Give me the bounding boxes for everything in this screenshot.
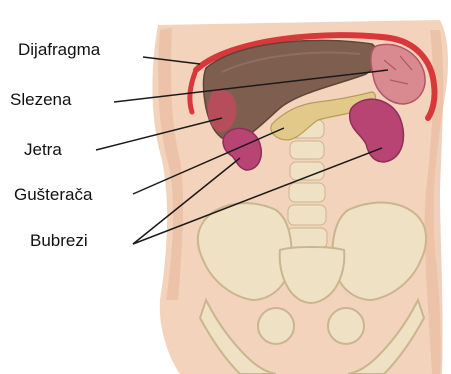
label-pancreas: Gušterača — [14, 185, 92, 205]
label-spleen: Slezena — [10, 90, 71, 110]
label-kidneys: Bubrezi — [30, 231, 88, 251]
label-liver: Jetra — [24, 140, 62, 160]
label-diaphragm: Dijafragma — [18, 40, 100, 60]
